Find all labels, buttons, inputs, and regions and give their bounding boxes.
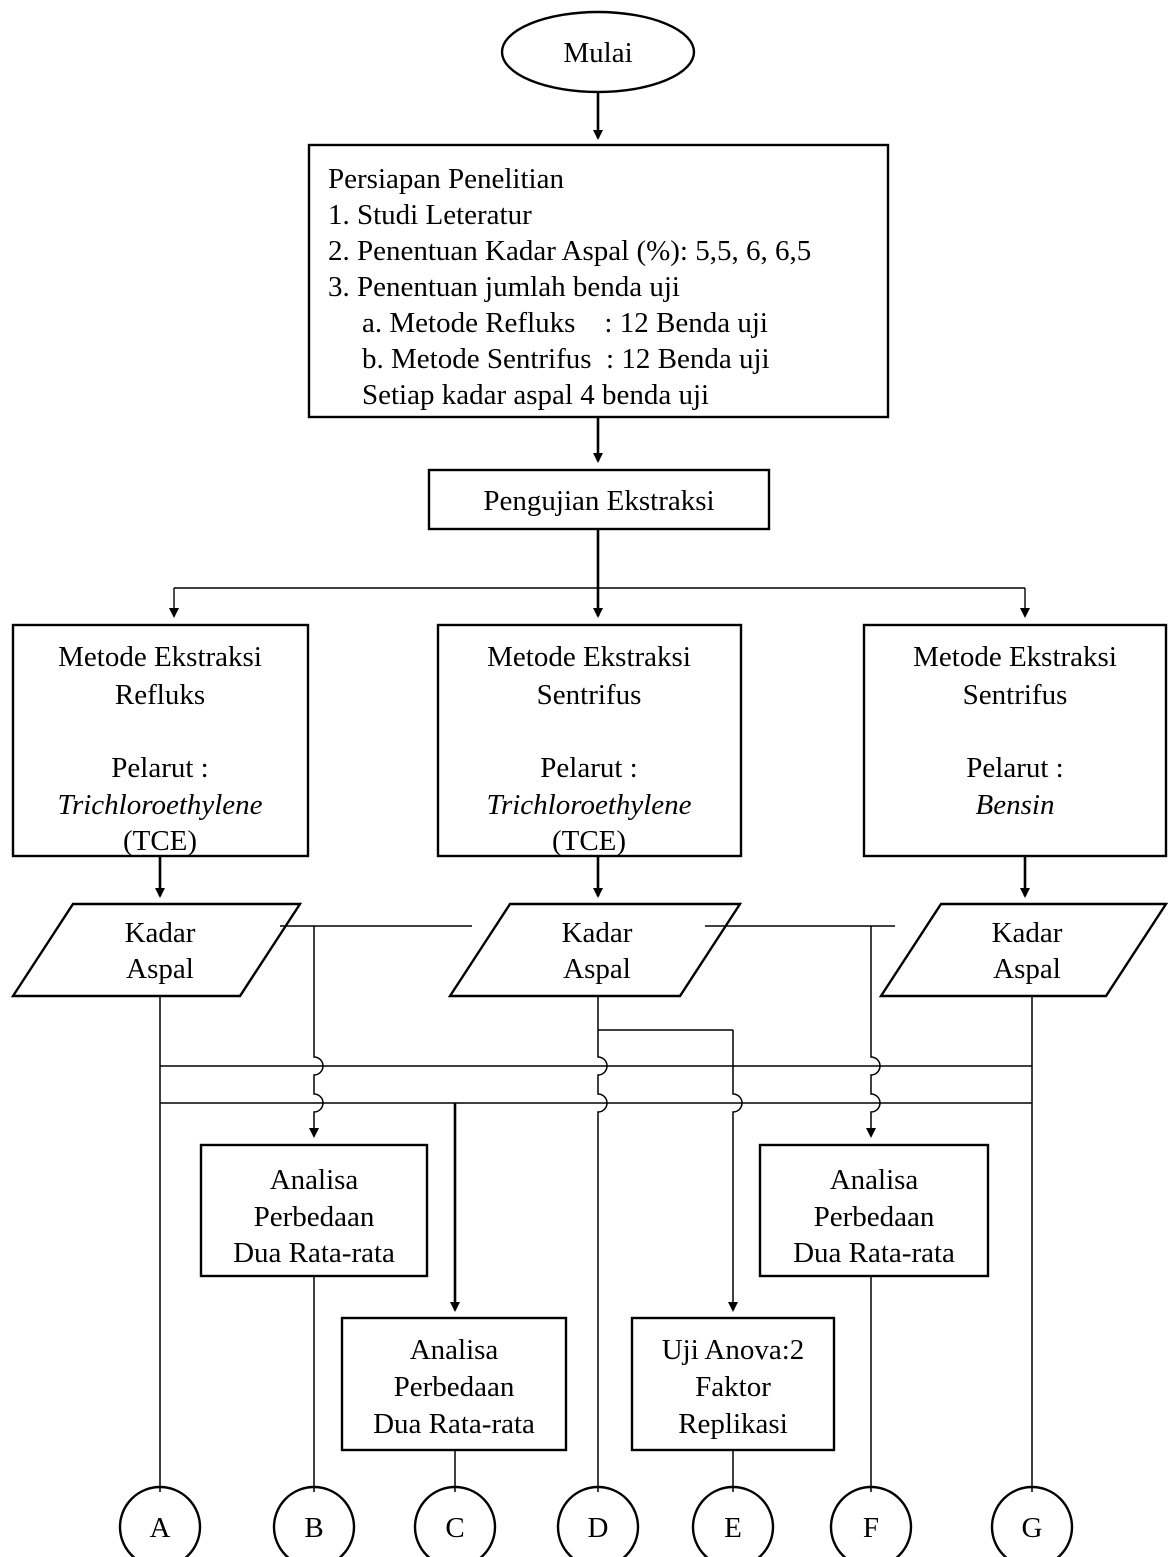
prep-item-1: 1. Studi Leteratur: [328, 199, 532, 231]
connector-b: B: [272, 1485, 356, 1557]
analysis-left-node: Analisa Perbedaan Dua Rata-rata: [199, 1143, 429, 1278]
prep-item-3a: a. Metode Refluks : 12 Benda uji: [362, 307, 768, 339]
connector-e-label: E: [724, 1512, 742, 1544]
connector-b-label: B: [304, 1512, 323, 1544]
method-centrifuge-tce-node: Metode Ekstraksi Sentrifus Pelarut : Tri…: [436, 623, 743, 858]
analysis-anova-node: Uji Anova:2 Faktor Replikasi: [630, 1316, 836, 1452]
output-centrifuge-bensin-node: Kadar Aspal: [878, 902, 1169, 998]
prep-item-2: 2. Penentuan Kadar Aspal (%): 5,5, 6, 6,…: [328, 235, 811, 267]
method-centrifuge-bensin-node: Metode Ekstraksi Sentrifus Pelarut : Ben…: [862, 623, 1168, 858]
line-to-anova: [728, 1030, 743, 1312]
analysis-left-line2: Perbedaan: [254, 1201, 375, 1233]
extraction-test-label: Pengujian Ekstraksi: [483, 485, 714, 517]
output-reflux-node: Kadar Aspal: [10, 902, 303, 998]
start-label: Mulai: [563, 37, 632, 69]
line-to-analysis-left: [309, 926, 324, 1138]
prep-item-3b: b. Metode Sentrifus : 12 Benda uji: [362, 343, 770, 375]
connector-g: G: [990, 1485, 1074, 1557]
analysis-center-line2: Perbedaan: [394, 1371, 515, 1403]
analysis-anova-line1: Uji Anova:2: [662, 1334, 805, 1366]
connector-a-label: A: [150, 1512, 171, 1544]
line-to-analysis-right: [866, 926, 881, 1138]
analysis-center-line3: Dua Rata-rata: [373, 1408, 535, 1440]
method-centrifuge-bensin-solvent: Bensin: [976, 789, 1055, 821]
connector-a: A: [118, 1485, 202, 1557]
connector-lines: [159, 925, 1033, 1492]
output-centrifuge-bensin-line1: Kadar: [992, 917, 1063, 949]
analysis-anova-line2: Faktor: [695, 1371, 771, 1403]
analysis-right-line3: Dua Rata-rata: [793, 1237, 955, 1269]
method-reflux-solvent: Trichloroethylene: [57, 789, 262, 821]
method-centrifuge-tce-solvent: Trichloroethylene: [486, 789, 691, 821]
method-reflux-node: Metode Ekstraksi Refluks Pelarut : Trich…: [11, 623, 310, 858]
method-centrifuge-bensin-solvent-label: Pelarut :: [966, 752, 1063, 784]
method-centrifuge-bensin-line2: Sentrifus: [963, 679, 1068, 711]
analysis-right-line1: Analisa: [830, 1164, 919, 1196]
method-reflux-line1: Metode Ekstraksi: [58, 641, 262, 673]
output-centrifuge-tce-line1: Kadar: [562, 917, 633, 949]
method-centrifuge-bensin-line1: Metode Ekstraksi: [913, 641, 1117, 673]
method-reflux-solvent-abbr: (TCE): [123, 825, 197, 857]
prep-item-3: 3. Penentuan jumlah benda uji: [328, 271, 680, 303]
analysis-right-line2: Perbedaan: [814, 1201, 935, 1233]
output-centrifuge-tce-node: Kadar Aspal: [447, 902, 743, 998]
method-centrifuge-tce-solvent-label: Pelarut :: [540, 752, 637, 784]
analysis-left-line3: Dua Rata-rata: [233, 1237, 395, 1269]
output-reflux-line1: Kadar: [125, 917, 196, 949]
analysis-anova-line3: Replikasi: [678, 1408, 788, 1440]
output-centrifuge-tce-line2: Aspal: [563, 953, 631, 985]
output-reflux-line2: Aspal: [126, 953, 194, 985]
prep-note: Setiap kadar aspal 4 benda uji: [362, 379, 709, 411]
analysis-right-node: Analisa Perbedaan Dua Rata-rata: [758, 1143, 990, 1278]
connector-c: C: [413, 1485, 497, 1557]
analysis-center-line1: Analisa: [410, 1334, 499, 1366]
connector-d: D: [556, 1485, 640, 1557]
method-reflux-line2: Refluks: [115, 679, 205, 711]
output-centrifuge-bensin-line2: Aspal: [993, 953, 1061, 985]
method-reflux-solvent-label: Pelarut :: [111, 752, 208, 784]
analysis-center-node: Analisa Perbedaan Dua Rata-rata: [340, 1316, 568, 1452]
line-to-connector-d: [597, 1030, 608, 1492]
method-centrifuge-tce-line1: Metode Ekstraksi: [487, 641, 691, 673]
connector-d-label: D: [588, 1512, 609, 1544]
prep-title: Persiapan Penelitian: [328, 163, 564, 195]
extraction-test-node: Pengujian Ekstraksi: [427, 468, 771, 531]
connector-e: E: [691, 1485, 775, 1557]
preparation-node: Persiapan Penelitian 1. Studi Leteratur …: [307, 143, 890, 419]
analysis-left-line1: Analisa: [270, 1164, 359, 1196]
method-centrifuge-tce-line2: Sentrifus: [537, 679, 642, 711]
start-node: Mulai: [500, 10, 696, 94]
connector-f: F: [829, 1485, 913, 1557]
connector-c-label: C: [445, 1512, 464, 1544]
connector-f-label: F: [863, 1512, 879, 1544]
method-centrifuge-tce-solvent-abbr: (TCE): [552, 825, 626, 857]
connector-g-label: G: [1022, 1512, 1043, 1544]
